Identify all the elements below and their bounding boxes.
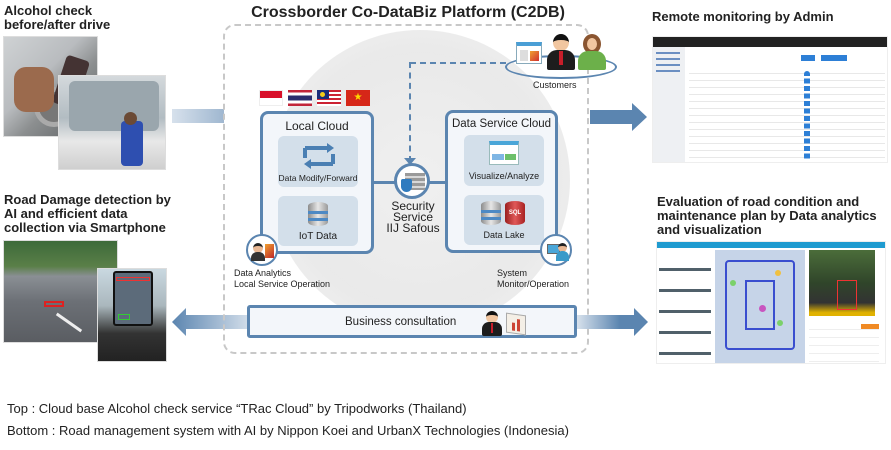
alcohol-check-photo-bus <box>58 75 166 170</box>
customer-woman-icon <box>578 34 606 70</box>
admin-search-button <box>801 55 815 61</box>
admin-table <box>689 67 885 162</box>
customers-connector-h <box>410 62 506 64</box>
system-operation-label: System Monitor/Operation <box>497 268 569 290</box>
data-service-cloud-title: Data Service Cloud <box>451 118 552 130</box>
flag-thailand-icon <box>288 90 312 106</box>
label-line: System <box>497 268 528 278</box>
admin-export-button <box>821 55 847 61</box>
heading-line: Road Damage detection by <box>4 192 171 207</box>
sql-label: SQL <box>508 210 522 216</box>
label-line: Local Service Operation <box>234 279 331 289</box>
customers-connector-v <box>409 62 411 162</box>
sync-arrows-icon <box>303 143 335 169</box>
local-operation-label: Data Analytics Local Service Operation <box>234 268 330 290</box>
road-management-screenshot <box>656 241 886 364</box>
iot-data-label: IoT Data <box>298 231 338 242</box>
platform-frame <box>223 24 589 354</box>
rm-left-panel <box>659 250 711 363</box>
label-line: Service <box>392 210 433 224</box>
local-cloud-title: Local Cloud <box>285 119 349 133</box>
flow-arrow-out-bottom-right <box>577 308 648 336</box>
analytics-operator-node <box>246 234 278 266</box>
heading-line: maintenance plan by Data analytics <box>657 208 877 223</box>
visualization-window-icon <box>489 141 519 165</box>
rm-map <box>715 250 805 363</box>
data-lake-box: SQL Data Lake <box>464 195 544 245</box>
consultant-icon <box>482 311 502 337</box>
admin-screenshot <box>652 36 888 163</box>
rm-topbar <box>657 242 885 248</box>
business-consultation-label: Business consultation <box>345 316 457 328</box>
system-operator-node <box>540 234 572 266</box>
flag-vietnam-icon: ★ <box>346 90 370 106</box>
rm-action-button <box>861 324 879 329</box>
flow-arrow-out-top-right <box>590 103 647 131</box>
label-line: Data Analytics <box>234 268 292 278</box>
rm-street-photo <box>809 250 875 316</box>
security-service-node <box>394 163 430 199</box>
visualize-analyze-box: Visualize/Analyze <box>464 135 544 186</box>
admin-status-icons <box>804 71 810 161</box>
heading-line: and visualization <box>657 222 762 237</box>
heading-line: AI and efficient data <box>4 206 128 221</box>
data-service-cloud-box: Data Service Cloud Visualize/Analyze SQL… <box>445 110 558 253</box>
security-service-label: Security Service IIJ Safous <box>383 199 443 235</box>
flag-indonesia-icon <box>259 90 283 106</box>
local-cloud-box: Local Cloud Data Modify/Forward IoT Data <box>260 111 374 254</box>
admin-topbar <box>653 37 887 47</box>
heading-line: before/after drive <box>4 17 111 32</box>
database-icon <box>481 201 501 225</box>
remote-monitoring-heading: Remote monitoring by Admin <box>652 9 834 24</box>
flag-malaysia-icon <box>317 90 341 106</box>
business-consultation-box: Business consultation <box>247 305 577 338</box>
data-lake-label: Data Lake <box>483 230 525 240</box>
report-chart-icon <box>506 312 526 336</box>
heading-line: Evaluation of road condition and <box>657 194 860 209</box>
flags-row: ★ <box>259 90 379 106</box>
security-to-service-line <box>428 181 446 184</box>
platform-title: Crossborder Co-DataBiz Platform (C2DB) <box>251 4 565 21</box>
data-modify-forward-label: Data Modify/Forward <box>278 173 358 183</box>
customers-label: Customers <box>533 80 577 90</box>
alcohol-check-heading: Alcohol check before/after drive <box>4 4 110 32</box>
label-line: Security <box>391 199 435 213</box>
visualize-analyze-label: Visualize/Analyze <box>468 171 540 181</box>
local-to-security-line <box>374 181 398 184</box>
road-evaluation-heading: Evaluation of road condition and mainten… <box>657 195 877 237</box>
sql-database-icon: SQL <box>505 201 525 225</box>
label-line: Monitor/Operation <box>497 279 570 289</box>
heading-line: collection via Smartphone <box>4 220 166 235</box>
shield-icon <box>401 179 412 192</box>
footer-note-top: Top : Cloud base Alcohol check service “… <box>7 401 467 416</box>
database-icon <box>308 202 328 226</box>
connector-arrowhead-icon <box>404 158 416 165</box>
smartphone-photo <box>97 268 167 362</box>
dashboard-icon <box>516 42 542 64</box>
admin-sidebar <box>653 47 685 162</box>
label-line: IIJ Safous <box>386 221 440 235</box>
road-damage-heading: Road Damage detection by AI and efficien… <box>4 193 171 235</box>
data-modify-forward-box: Data Modify/Forward <box>278 136 358 187</box>
customer-man-icon <box>547 34 575 70</box>
iot-data-box: IoT Data <box>278 196 358 246</box>
flow-arrow-in-top <box>172 109 224 123</box>
flow-arrow-out-bottom-left <box>172 308 252 336</box>
footer-note-bottom: Bottom : Road management system with AI … <box>7 423 569 438</box>
heading-line: Alcohol check <box>4 3 93 18</box>
